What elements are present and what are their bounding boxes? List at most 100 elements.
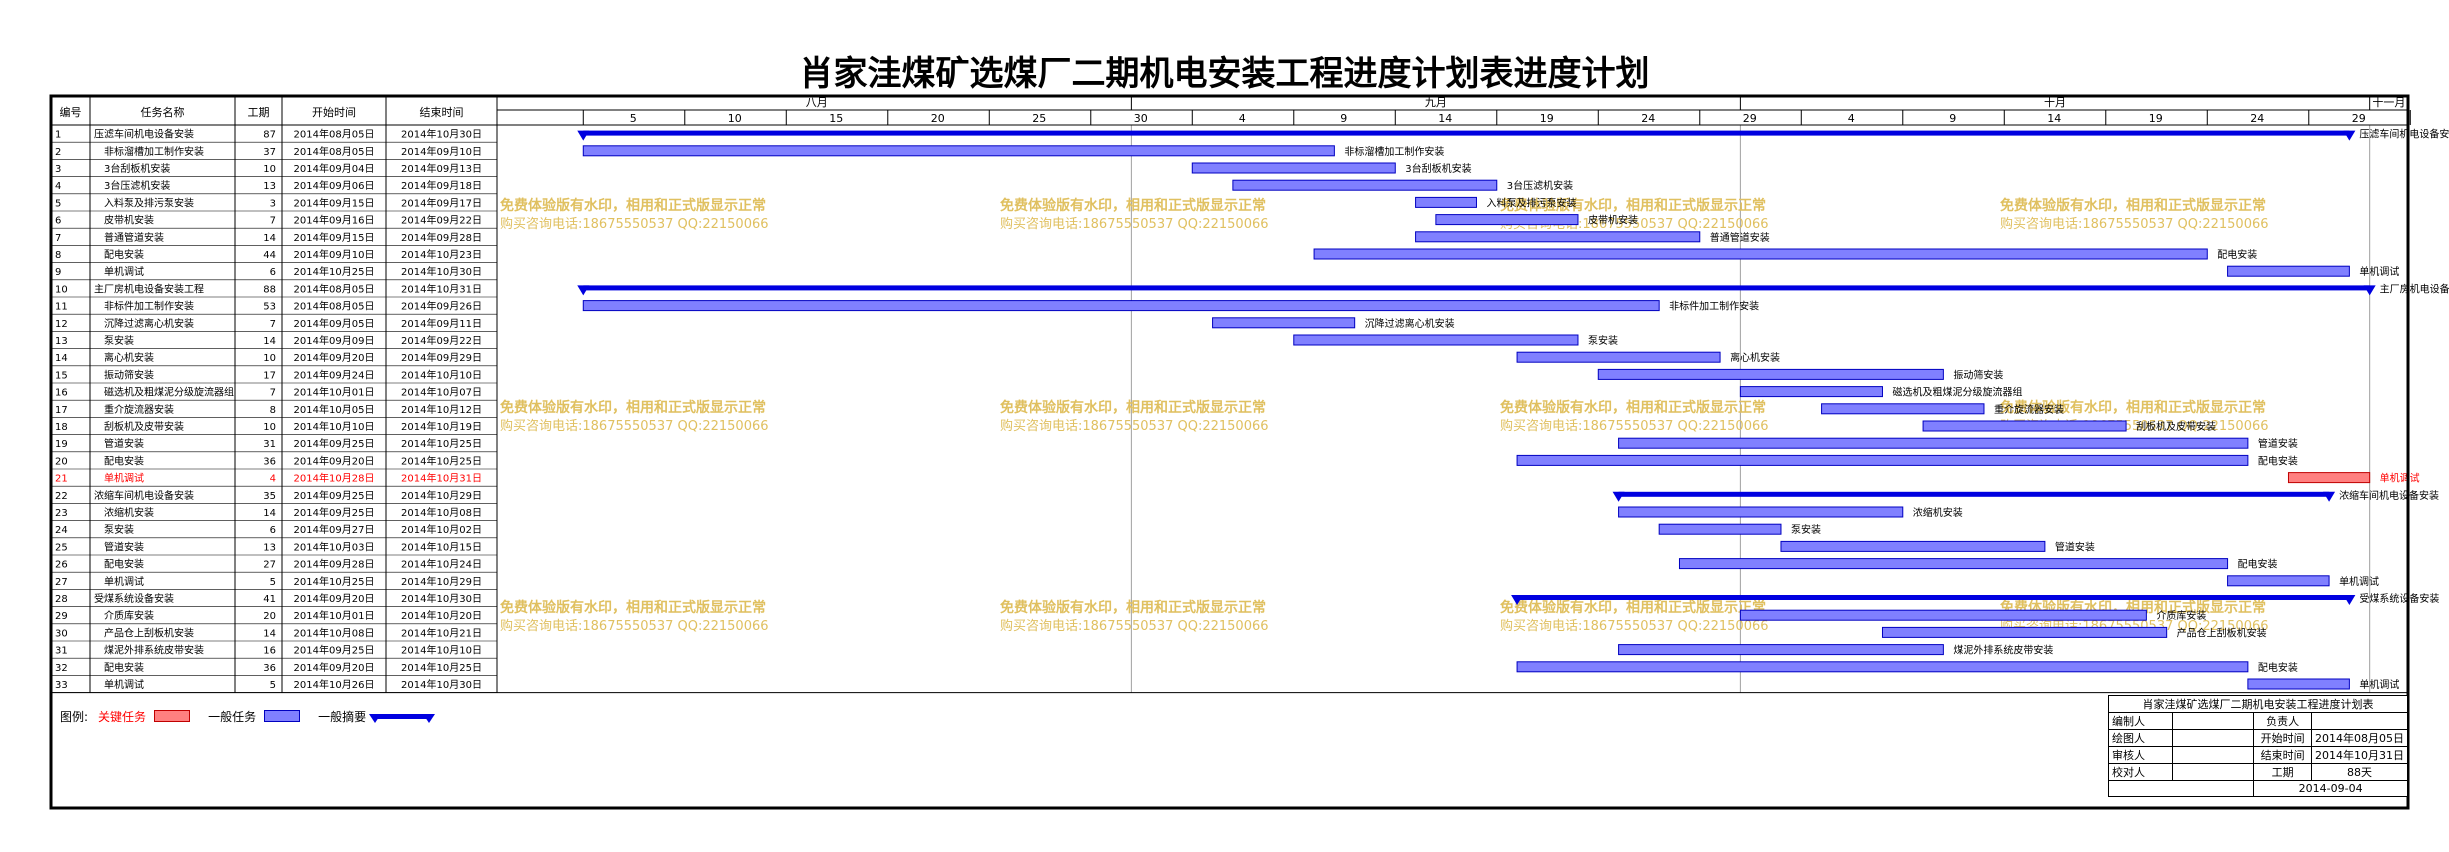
task-end: 2014年10月20日 — [401, 609, 482, 622]
task-start: 2014年10月28日 — [294, 472, 375, 485]
summary-bar-end-cap — [2363, 285, 2376, 296]
task-end: 2014年10月21日 — [401, 626, 482, 639]
editor-label: 编制人 — [2107, 712, 2174, 730]
task-name: 沉降过滤离心机安装 — [104, 317, 194, 330]
day-tick-label: 10 — [728, 112, 742, 125]
outer-frame — [49, 94, 2410, 810]
task-id: 32 — [55, 663, 68, 674]
task-id: 29 — [55, 611, 68, 622]
legend-summary: 一般摘要 — [318, 708, 436, 725]
task-name: 泵安装 — [104, 523, 134, 536]
task-duration: 7 — [270, 388, 276, 399]
task-id: 11 — [55, 302, 68, 313]
task-name: 配电安装 — [104, 661, 144, 674]
bar-label: 配电安装 — [2238, 558, 2278, 571]
task-bar — [1191, 162, 1396, 174]
task-end: 2014年10月10日 — [401, 644, 482, 657]
legend: 图例: 关键任务 一般任务 一般摘要 — [60, 705, 448, 727]
task-start: 2014年09月15日 — [294, 231, 375, 244]
day-tick-label: 14 — [1438, 112, 1452, 125]
task-end: 2014年10月30日 — [401, 128, 482, 141]
title-block: 肖家洼煤矿选煤厂二期机电安装工程进度计划表 编制人 负责人 绘图人 开始时间 2… — [2107, 695, 2408, 797]
task-id: 24 — [55, 525, 68, 536]
task-start: 2014年10月01日 — [294, 609, 375, 622]
watermark-line2: 购买咨询电话:18675550537 QQ:22150066 — [500, 216, 769, 232]
task-duration: 17 — [263, 370, 276, 381]
column-header: 开始时间 — [312, 105, 356, 119]
task-bar — [1597, 368, 1944, 380]
day-tick-label: 29 — [2352, 112, 2366, 125]
watermark-line1: 免费体验版有水印，相用和正式版显示正常 — [500, 599, 766, 616]
task-id: 5 — [55, 198, 61, 209]
task-start: 2014年09月20日 — [294, 454, 375, 467]
task-bar — [1293, 334, 1579, 346]
task-name: 管道安装 — [104, 540, 144, 553]
summary-bar-start-cap — [1612, 491, 1625, 502]
bar-label: 泵安装 — [1588, 334, 1618, 347]
bar-label: 压滤车间机电设备安装 — [2359, 128, 2449, 141]
task-end: 2014年09月18日 — [401, 179, 482, 192]
task-end: 2014年10月07日 — [401, 386, 482, 399]
task-end: 2014年10月15日 — [401, 540, 482, 553]
task-bar — [2247, 678, 2350, 690]
day-tick-label: 4 — [1848, 112, 1855, 125]
bar-label: 介质库安装 — [2156, 609, 2206, 622]
task-name: 刮板机及皮带安装 — [104, 420, 184, 433]
day-tick-label: 25 — [1032, 112, 1046, 125]
task-name: 皮带机安装 — [104, 214, 154, 227]
task-start: 2014年09月15日 — [294, 196, 375, 209]
task-id: 9 — [55, 267, 61, 278]
watermark-line1: 免费体验版有水印，相用和正式版显示正常 — [1000, 599, 1266, 616]
bar-label: 单机调试 — [2359, 265, 2399, 278]
legend-normal-swatch — [264, 710, 301, 722]
watermark-line1: 免费体验版有水印，相用和正式版显示正常 — [1000, 399, 1266, 416]
task-duration: 14 — [263, 336, 276, 347]
task-name: 非标溜槽加工制作安装 — [104, 145, 204, 158]
task-name: 配电安装 — [104, 248, 144, 261]
legend-critical-label: 关键任务 — [98, 709, 147, 724]
bar-label: 沉降过滤离心机安装 — [1365, 317, 1455, 330]
summary-bar — [1517, 595, 2350, 600]
bar-label: 非标件加工制作安装 — [1669, 300, 1759, 313]
task-name: 煤泥外排系统皮带安装 — [104, 644, 204, 657]
task-end: 2014年10月12日 — [401, 403, 482, 416]
task-end: 2014年10月29日 — [401, 489, 482, 502]
drawer-value — [2172, 729, 2255, 747]
watermark-line2: 购买咨询电话:18675550537 QQ:22150066 — [1000, 216, 1269, 232]
task-end: 2014年10月29日 — [401, 575, 482, 588]
task-name: 3台压滤机安装 — [104, 179, 170, 192]
watermark-line2: 购买咨询电话:18675550537 QQ:22150066 — [2000, 216, 2269, 232]
task-start: 2014年10月26日 — [294, 678, 375, 691]
watermark-line2: 购买咨询电话:18675550537 QQ:22150066 — [1500, 618, 1769, 634]
legend-normal-label: 一般任务 — [208, 709, 257, 724]
task-duration: 13 — [263, 181, 276, 192]
task-bar — [1516, 351, 1721, 363]
task-bar — [1313, 248, 2208, 260]
task-start: 2014年09月28日 — [294, 558, 375, 571]
bar-label: 主厂房机电设备安装工程 — [2380, 282, 2449, 295]
duration-label: 工期 — [2253, 763, 2312, 781]
watermark-line2: 购买咨询电话:18675550537 QQ:22150066 — [1000, 618, 1269, 634]
watermark-line1: 免费体验版有水印，相用和正式版显示正常 — [1500, 197, 1766, 214]
task-duration: 14 — [263, 508, 276, 519]
legend-label: 图例: — [60, 709, 89, 724]
task-duration: 6 — [270, 525, 276, 536]
legend-summary-label: 一般摘要 — [318, 709, 367, 724]
task-id: 7 — [55, 233, 61, 244]
task-name: 非标件加工制作安装 — [104, 300, 194, 313]
task-end: 2014年10月30日 — [401, 592, 482, 605]
bar-label: 皮带机安装 — [1588, 214, 1638, 227]
task-name: 泵安装 — [104, 334, 134, 347]
month-label: 八月 — [806, 96, 828, 109]
task-bar — [1618, 506, 1904, 518]
task-duration: 14 — [263, 233, 276, 244]
task-start: 2014年09月05日 — [294, 317, 375, 330]
month-label: 十一月 — [2372, 95, 2405, 109]
task-end: 2014年10月30日 — [401, 265, 482, 278]
start-value: 2014年08月05日 — [2311, 729, 2408, 747]
task-duration: 14 — [263, 628, 276, 639]
task-bar — [2227, 575, 2330, 587]
task-duration: 20 — [263, 611, 276, 622]
task-end: 2014年10月25日 — [401, 454, 482, 467]
task-id: 6 — [55, 216, 61, 227]
